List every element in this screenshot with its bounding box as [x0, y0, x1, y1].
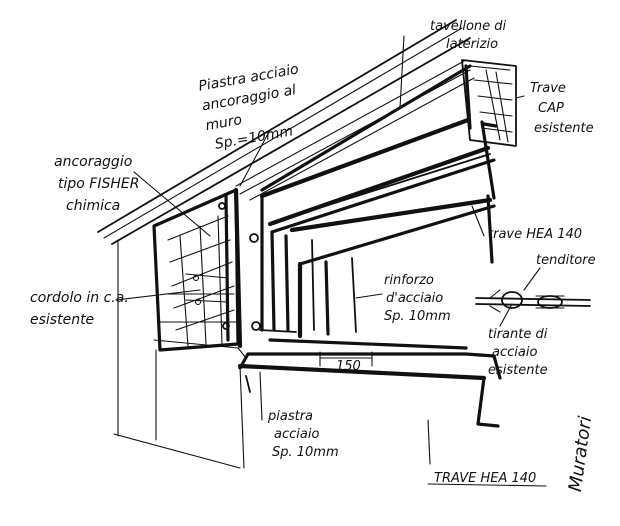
label-dimension-150: 150 — [336, 359, 361, 374]
svg-text:muro: muro — [204, 112, 243, 134]
upper-steel-beam — [259, 64, 498, 234]
svg-text:Sp. 10mm: Sp. 10mm — [272, 445, 339, 460]
svg-text:tirante di: tirante di — [488, 327, 548, 342]
svg-text:d'acciaio: d'acciaio — [386, 291, 443, 306]
svg-text:CAP: CAP — [538, 101, 564, 116]
concrete-beam-existing — [461, 59, 517, 147]
svg-text:Muratori: Muratori — [565, 415, 596, 493]
svg-text:Trave: Trave — [530, 81, 566, 96]
label-trave-hea-lower: TRAVE HEA 140 — [434, 471, 536, 486]
signature: Muratori — [565, 415, 596, 493]
label-trave-hea-upper: trave HEA 140 — [488, 227, 582, 242]
tie-rod-detail — [475, 289, 591, 313]
cordolo-block — [152, 187, 247, 359]
svg-text:TRAVE HEA 140: TRAVE HEA 140 — [434, 471, 536, 486]
label-tavellone: tavellone di laterizio — [430, 19, 507, 52]
svg-text:tavellone di: tavellone di — [430, 19, 507, 34]
label-rinforzo: rinforzo d'acciaio Sp. 10mm — [384, 273, 451, 324]
label-piastra-lower: piastra acciaio Sp. 10mm — [267, 409, 339, 460]
svg-text:piastra: piastra — [267, 409, 313, 424]
lower-steel-beam — [260, 194, 496, 339]
leader-lines — [115, 35, 547, 487]
dimension-150 — [319, 351, 373, 367]
dimension-lines-left — [113, 239, 245, 469]
svg-text:esistente: esistente — [488, 363, 548, 378]
label-cordolo: cordolo in c.a. esistente — [30, 290, 129, 328]
svg-text:tenditore: tenditore — [536, 253, 596, 268]
svg-text:Sp. 10mm: Sp. 10mm — [384, 309, 451, 324]
bottom-plate — [237, 329, 502, 428]
svg-text:cordolo in c.a.: cordolo in c.a. — [30, 290, 129, 306]
label-trave-cap: Trave CAP esistente — [530, 81, 594, 136]
svg-text:ancoraggio: ancoraggio — [54, 154, 132, 170]
svg-text:rinforzo: rinforzo — [384, 273, 434, 288]
label-tirante: tirante di acciaio esistente — [488, 327, 548, 378]
svg-text:chimica: chimica — [66, 198, 120, 214]
roof-slope-lines — [97, 19, 475, 245]
svg-text:150: 150 — [336, 359, 361, 374]
anchor-bolts — [185, 202, 261, 331]
svg-text:esistente: esistente — [534, 121, 594, 136]
label-ancoraggio-fisher: ancoraggio tipo FISHER chimica — [54, 154, 139, 214]
svg-text:acciaio: acciaio — [492, 345, 537, 360]
svg-text:acciaio: acciaio — [274, 427, 319, 442]
svg-text:esistente: esistente — [30, 312, 94, 328]
svg-text:tipo FISHER: tipo FISHER — [58, 176, 139, 192]
label-tenditore: tenditore — [536, 253, 596, 268]
svg-text:laterizio: laterizio — [446, 37, 498, 52]
svg-text:trave HEA 140: trave HEA 140 — [488, 227, 582, 242]
